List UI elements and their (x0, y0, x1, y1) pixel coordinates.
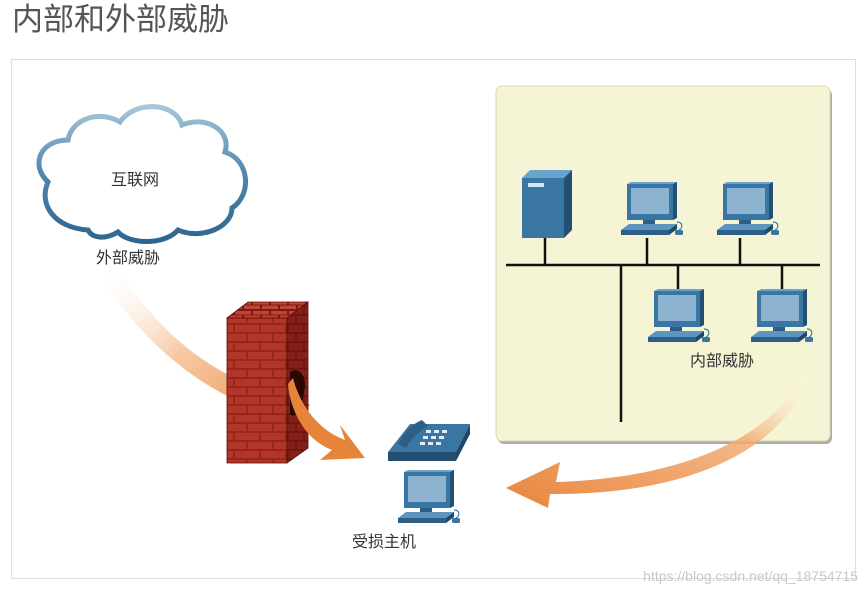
lan-bus (506, 238, 820, 422)
breach-threat-arrow (288, 378, 365, 460)
internal-threat-arrow (506, 372, 808, 508)
workstation-icon (397, 470, 461, 524)
watermark: https://blog.csdn.net/qq_18754715 (643, 568, 858, 584)
victim-host-label: 受损主机 (352, 532, 417, 551)
lan-panel (495, 85, 831, 442)
workstation-icon (750, 289, 814, 343)
cloud-icon (36, 104, 248, 244)
internet-label: 互联网 (111, 170, 160, 189)
workstation-icon (716, 182, 780, 236)
external-threat-label: 外部威胁 (96, 248, 161, 267)
workstation-icon (647, 289, 711, 343)
page-title: 内部和外部威胁 (12, 2, 229, 38)
ip-phone-icon (388, 420, 470, 461)
internal-threat-label: 内部威胁 (690, 351, 755, 370)
workstation-icon (620, 182, 684, 236)
firewall-icon (225, 301, 310, 464)
server-icon (522, 170, 572, 238)
